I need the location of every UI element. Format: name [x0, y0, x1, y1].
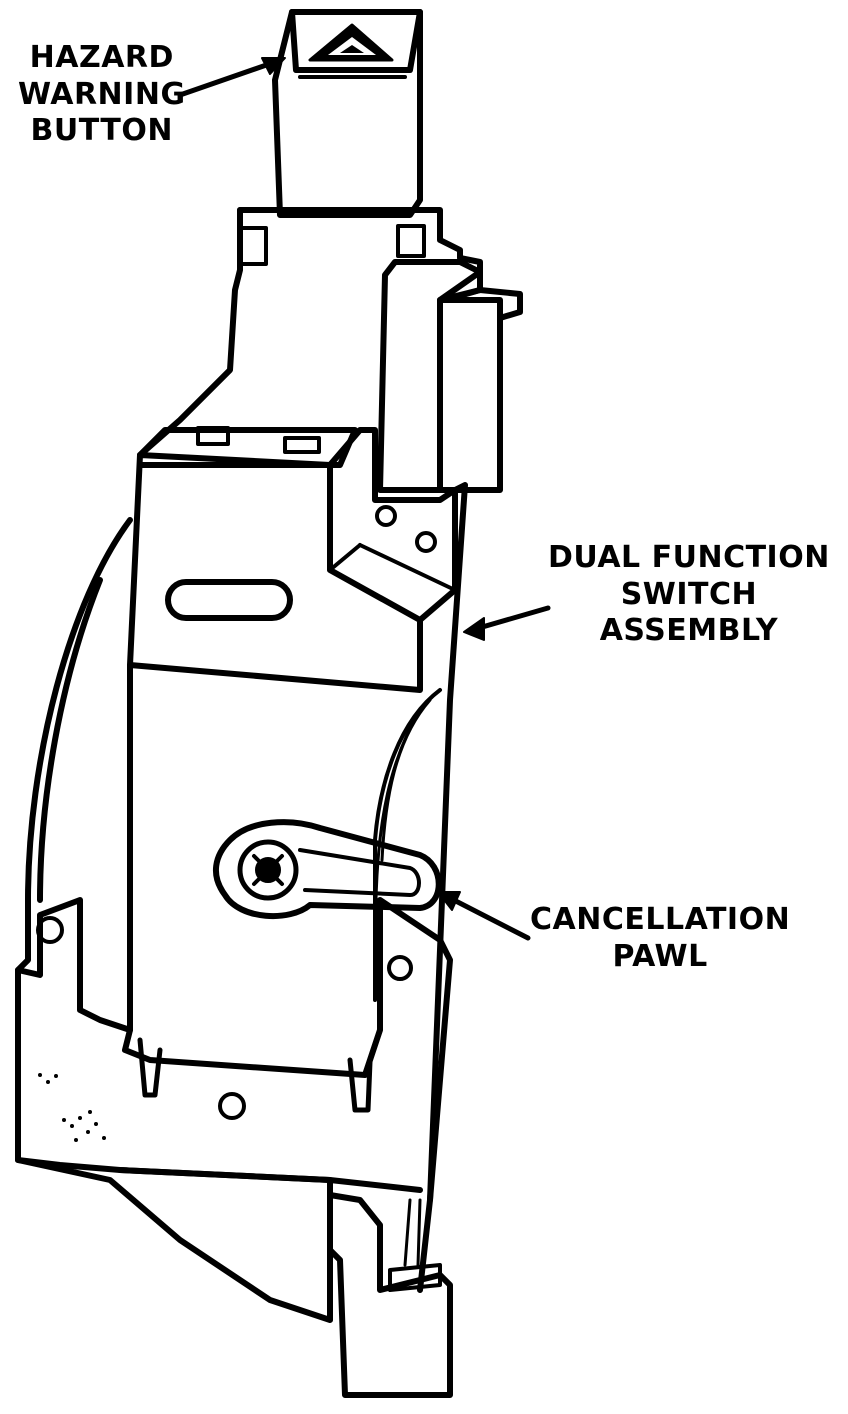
- step-block: [327, 427, 458, 623]
- screw-bottom: [218, 1092, 246, 1120]
- switch-side-rail: [417, 482, 468, 1293]
- bottom-connector: [327, 1192, 453, 1398]
- rear-housing-inner-edge: [37, 577, 103, 903]
- dual-function-switch-assembly-label: DUAL FUNCTION SWITCH ASSEMBLY: [548, 540, 830, 650]
- screw-upper-2: [415, 531, 437, 553]
- side-lever-front: [437, 297, 503, 493]
- rear-housing-plate: [15, 517, 333, 1323]
- hazard-label-line-3: BUTTON: [30, 113, 173, 149]
- lower-body-bottom: [15, 1157, 423, 1193]
- screw-lower-left: [36, 916, 64, 944]
- switch-side-wires: [374, 698, 432, 902]
- upper-housing: [237, 207, 483, 303]
- hazard-label-line-1: HAZARD: [29, 40, 174, 75]
- cancellation-pawl-label: CANCELLATION PAWL: [530, 902, 790, 975]
- hazard-warning-button-label: HAZARD WARNING BUTTON: [18, 40, 186, 150]
- lower-body-ledge: [15, 897, 133, 1033]
- cancellation-leader: [443, 893, 531, 941]
- lower-legs: [137, 1037, 373, 1113]
- dual-label-line-1: DUAL FUNCTION: [548, 540, 830, 575]
- hazard-leader: [177, 59, 278, 98]
- bottom-connector-wires: [403, 1198, 422, 1267]
- screw-upper-1: [375, 505, 397, 527]
- bottom-connector-plug: [388, 1263, 442, 1292]
- upper-clip-left: [238, 226, 268, 266]
- screw-lower-right: [387, 955, 413, 981]
- pawl-hub: [237, 839, 299, 901]
- main-block-slot: [165, 579, 293, 621]
- lower-body: [122, 662, 453, 1203]
- cancellation-pawl: [212, 819, 442, 920]
- upper-clip-right: [396, 224, 426, 258]
- dual-label-line-2: SWITCH: [620, 576, 758, 612]
- dual-label-line-3: ASSEMBLY: [599, 613, 779, 649]
- side-lever-block: [377, 259, 483, 493]
- cancel-label-line-1: CANCELLATION: [530, 902, 791, 937]
- stipple-texture: [38, 1073, 106, 1142]
- hazard-button-face: [289, 9, 423, 73]
- hazard-label-line-2: WARNING: [18, 76, 186, 112]
- warning-triangle-icon: [308, 23, 394, 62]
- side-lever-top: [437, 287, 523, 321]
- top-slot-right: [283, 436, 321, 454]
- leader-arrows: [177, 57, 551, 941]
- upper-housing-left: [137, 207, 243, 458]
- top-slot-left: [196, 426, 230, 446]
- cancel-label-line-2: PAWL: [612, 938, 708, 974]
